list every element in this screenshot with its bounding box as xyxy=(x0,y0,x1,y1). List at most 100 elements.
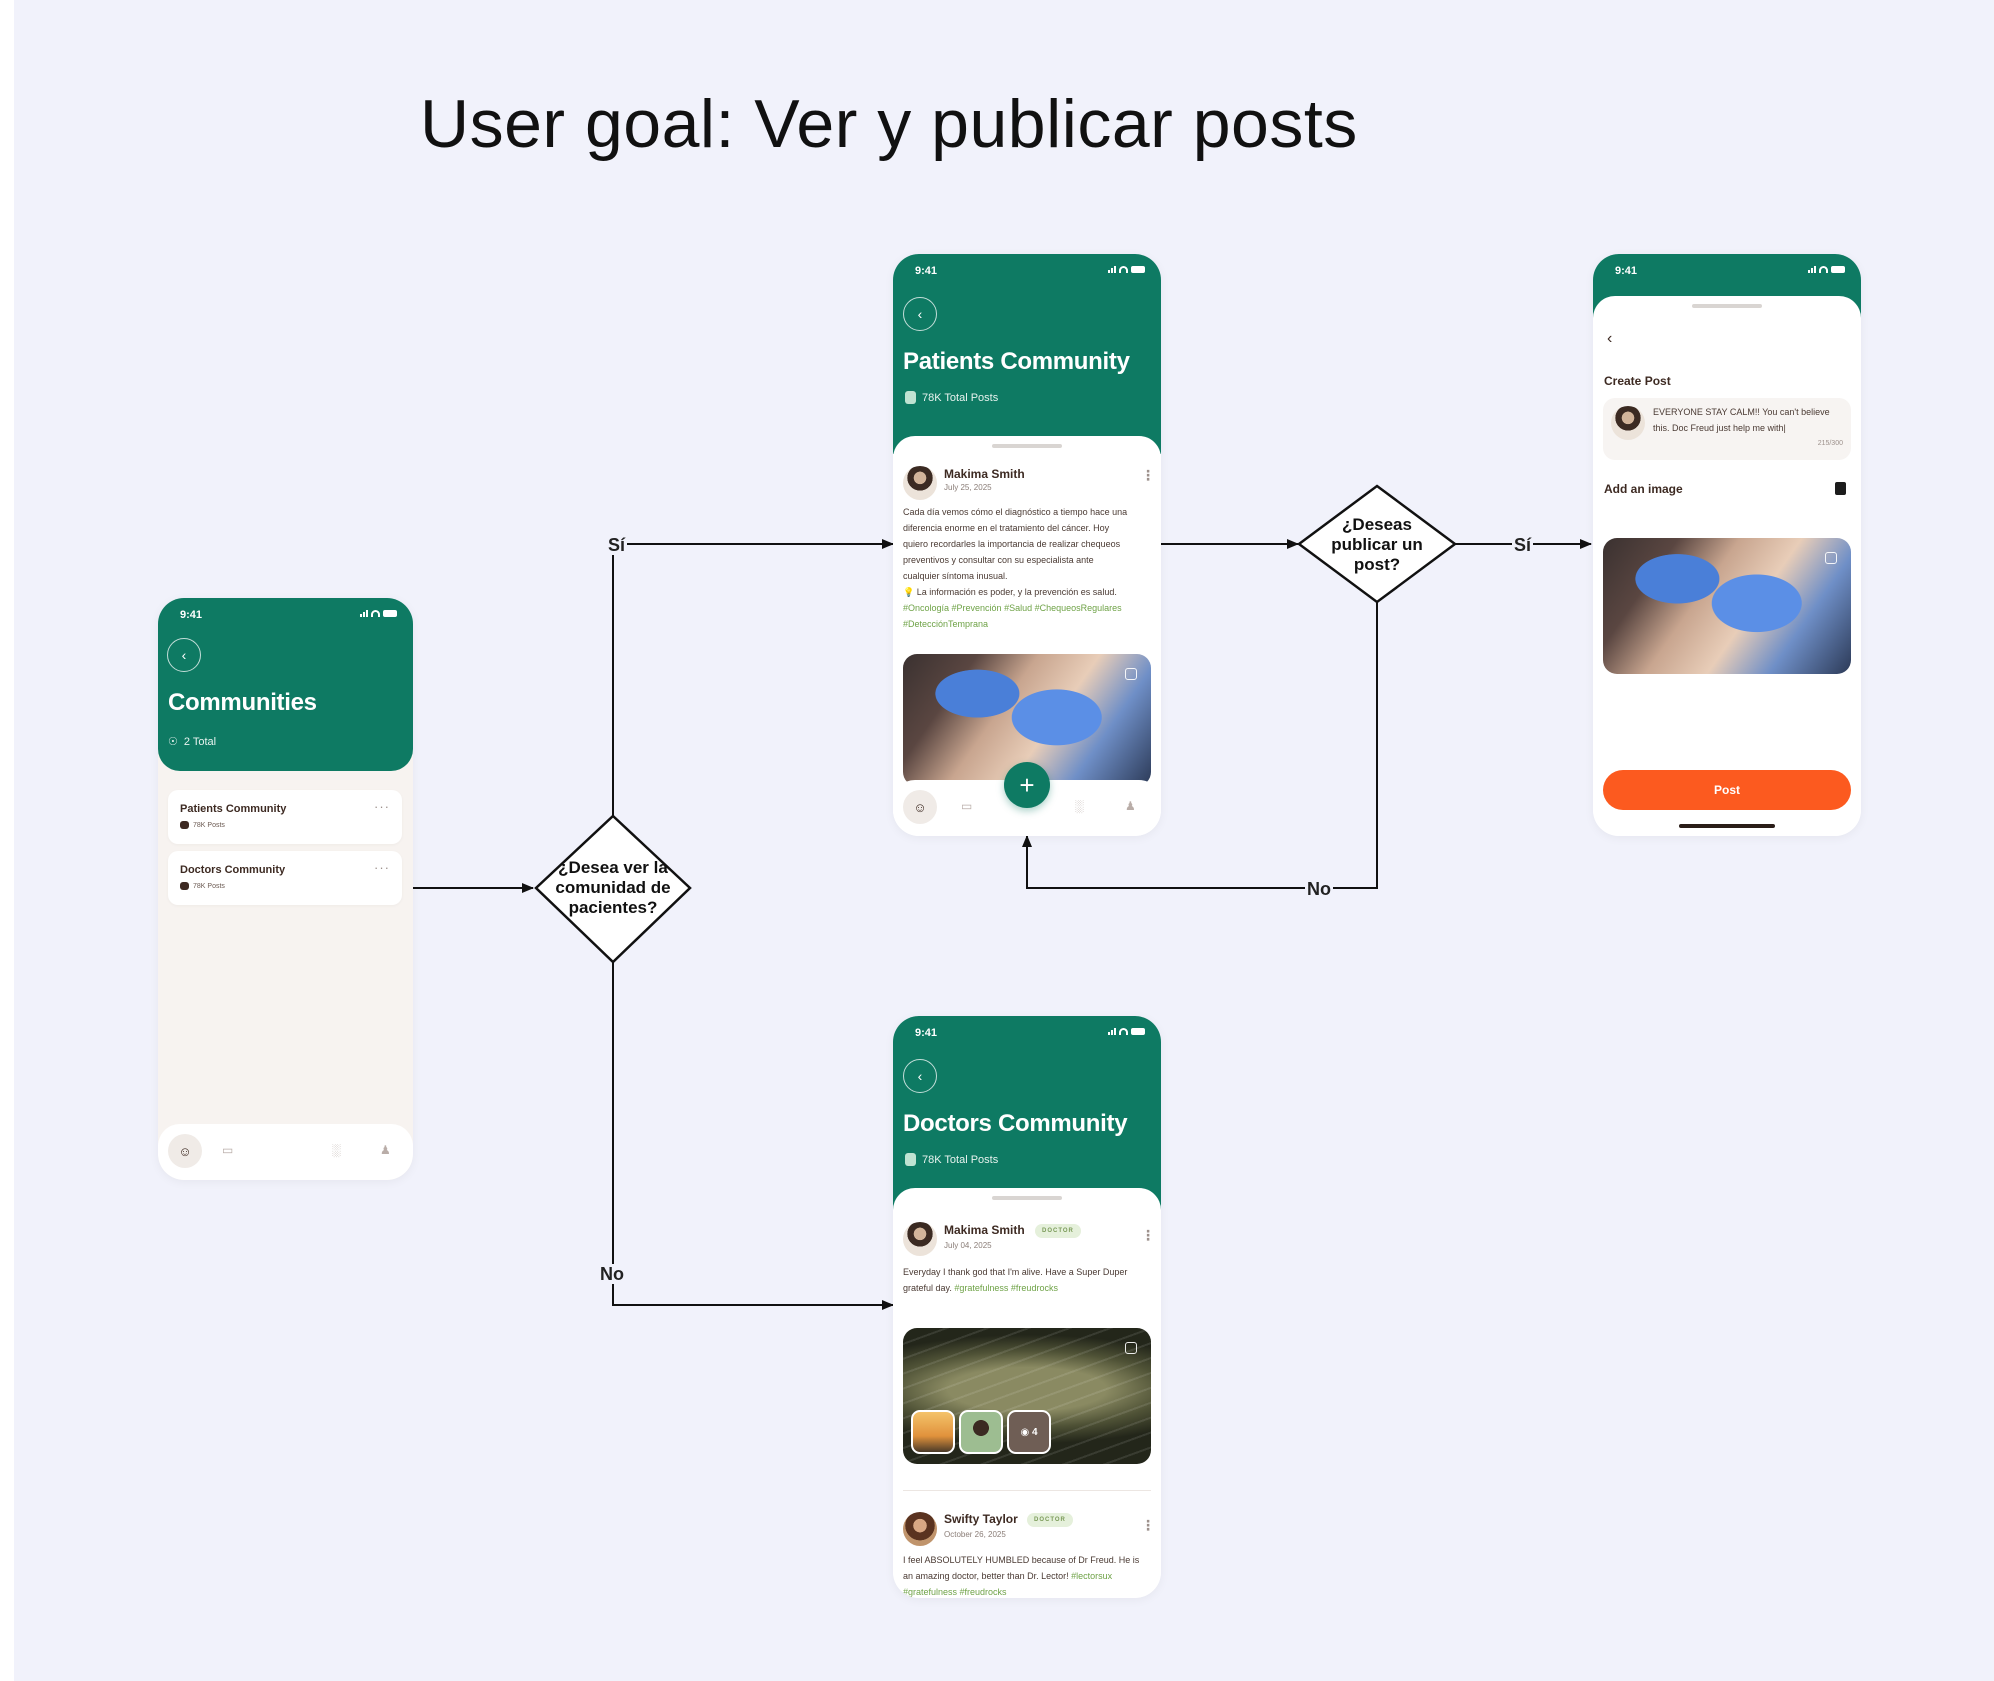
gallery-more-count: 4 xyxy=(1031,1426,1038,1438)
battery-icon xyxy=(383,609,397,617)
avatar xyxy=(1611,406,1645,440)
post-hashtags[interactable]: #Oncología #Prevención #Salud #ChequeosR… xyxy=(903,603,1122,613)
tab-profile-icon[interactable]: ♟ xyxy=(1125,799,1136,813)
status-time: 9:41 xyxy=(915,265,938,277)
add-image-icon[interactable] xyxy=(1835,482,1846,495)
post-line: Everyday I thank god that I'm alive. Hav… xyxy=(903,1267,1128,1277)
post-menu-icon[interactable]: ⋮ xyxy=(1141,1517,1155,1533)
chat-icon xyxy=(180,821,189,829)
post-line: diferencia enorme en el tratamiento del … xyxy=(903,523,1110,533)
status-icons xyxy=(1108,1027,1145,1035)
doctor-badge: DOCTOR xyxy=(1035,1224,1081,1238)
more-options-icon[interactable]: ··· xyxy=(374,860,390,875)
post-draft-text: EVERYONE STAY CALM!! You can't believe t… xyxy=(1653,404,1849,436)
add-image-label: Add an image xyxy=(1604,482,1683,496)
character-counter: 215/300 xyxy=(1817,440,1843,447)
patients-community-screen: 9:41 ‹ Patients Community 78K Total Post… xyxy=(893,254,1161,836)
sheet-grabber[interactable] xyxy=(992,1196,1062,1200)
label-no-post: No xyxy=(1305,879,1333,899)
avatar xyxy=(903,1512,937,1546)
tab-stats-icon[interactable]: ░ xyxy=(332,1143,341,1157)
decision-post-line: publicar un xyxy=(1331,535,1423,554)
tab-bar: ☺ ▭ ░ ♟ xyxy=(893,780,1161,836)
expand-icon[interactable] xyxy=(1125,668,1137,680)
post-button[interactable]: Post xyxy=(1603,770,1851,810)
decision-post-line: ¿Deseas xyxy=(1342,515,1412,534)
decision-publish-post: ¿Deseas publicar un post? xyxy=(1299,512,1455,578)
decision-post-line: post? xyxy=(1353,555,1401,574)
tab-stats-icon[interactable]: ░ xyxy=(1075,799,1084,813)
patients-header: 9:41 ‹ Patients Community 78K Total Post… xyxy=(893,254,1161,454)
post-line: cualquier síntoma inusual. xyxy=(903,571,1008,581)
tab-profile-icon[interactable]: ♟ xyxy=(380,1143,391,1157)
tab-chat-icon[interactable]: ▭ xyxy=(961,799,973,813)
post-menu-icon[interactable]: ⋮ xyxy=(1141,1227,1155,1243)
patients-feed: Makima Smith July 25, 2025 ⋮ Cada día ve… xyxy=(893,436,1161,836)
signal-icon xyxy=(1108,1027,1116,1035)
patients-subtitle-text: 78K Total Posts xyxy=(922,391,999,404)
decision-view-line: ¿Desea ver la xyxy=(558,858,668,877)
posts-icon xyxy=(905,1153,916,1166)
back-icon[interactable]: ‹ xyxy=(903,297,937,331)
community-card-doctors[interactable]: Doctors Community 78K Posts ··· xyxy=(168,851,402,905)
decision-view-line: comunidad de xyxy=(555,878,671,897)
back-icon[interactable]: ‹ xyxy=(903,1059,937,1093)
selected-image[interactable] xyxy=(1603,538,1851,674)
battery-icon xyxy=(1131,265,1145,273)
doctors-community-screen: 9:41 ‹ Doctors Community 78K Total Posts… xyxy=(893,1016,1161,1598)
label-yes-post: Sí xyxy=(1512,535,1534,555)
communities-screen: 9:41 ‹ Communities ☉ 2 Total Patients Co… xyxy=(158,598,413,1180)
post-text-input[interactable]: EVERYONE STAY CALM!! You can't believe t… xyxy=(1603,398,1851,460)
signal-icon xyxy=(360,609,368,617)
status-icons xyxy=(1808,265,1845,273)
wifi-icon xyxy=(1119,265,1128,273)
wifi-icon xyxy=(371,609,380,617)
expand-icon[interactable] xyxy=(1825,552,1837,564)
status-time: 9:41 xyxy=(180,609,203,621)
decision-view-line: pacientes? xyxy=(568,898,658,917)
post-hashtags[interactable]: #gratefulness #freudrocks xyxy=(954,1283,1058,1293)
gallery-thumbnail[interactable] xyxy=(911,1410,955,1454)
gallery-more[interactable]: ◉ 4 xyxy=(1007,1410,1051,1454)
tab-chat-icon[interactable]: ▭ xyxy=(222,1143,234,1157)
gallery-thumbnail[interactable] xyxy=(959,1410,1003,1454)
status-bar: 9:41 xyxy=(893,254,1161,286)
back-icon[interactable]: ‹ xyxy=(1607,330,1613,347)
tab-home-icon[interactable]: ☺ xyxy=(903,790,937,824)
create-post-label: Create Post xyxy=(1604,374,1671,388)
status-time: 9:41 xyxy=(915,1027,938,1039)
sheet-grabber[interactable] xyxy=(992,444,1062,448)
post-line: I feel ABSOLUTELY HUMBLED because of Dr … xyxy=(903,1555,1140,1565)
tab-bar: ☺ ▭ ░ ♟ xyxy=(158,1124,413,1180)
add-post-button[interactable]: + xyxy=(1004,762,1050,808)
community-count: 78K Posts xyxy=(180,882,225,890)
communities-total-text: 2 Total xyxy=(183,735,217,748)
decision-view-community: ¿Desea ver la comunidad de pacientes? xyxy=(536,850,690,926)
community-count: 78K Posts xyxy=(180,821,225,829)
communities-total: ☉ 2 Total xyxy=(168,735,217,749)
camera-icon: ◉ xyxy=(1020,1426,1032,1438)
post-hashtags[interactable]: #DetecciónTemprana xyxy=(903,619,989,629)
post-menu-icon[interactable]: ⋮ xyxy=(1141,467,1155,483)
post-divider xyxy=(903,1490,1151,1491)
label-yes-view: Sí xyxy=(606,535,628,555)
tab-home-icon[interactable]: ☺ xyxy=(168,1134,202,1168)
chat-icon xyxy=(180,882,189,890)
community-card-patients[interactable]: Patients Community 78K Posts ··· xyxy=(168,790,402,844)
post-line: 💡 La información es poder, y la prevenci… xyxy=(903,587,1117,597)
status-bar: 9:41 xyxy=(158,598,413,630)
patients-title: Patients Community xyxy=(903,348,1130,375)
post-line: an amazing doctor, better than Dr. Lecto… xyxy=(903,1571,1069,1581)
expand-icon[interactable] xyxy=(1125,1342,1137,1354)
more-options-icon[interactable]: ··· xyxy=(374,799,390,814)
post-hashtag[interactable]: #lectorsux xyxy=(1071,1571,1113,1581)
post-hashtags[interactable]: #gratefulness #freudrocks xyxy=(903,1587,1007,1597)
post-body: Cada día vemos cómo el diagnóstico a tie… xyxy=(903,504,1153,632)
doctors-title: Doctors Community xyxy=(903,1110,1128,1137)
post-image[interactable]: ◉ 4 xyxy=(903,1328,1151,1464)
create-post-sheet: ‹ Create Post EVERYONE STAY CALM!! You c… xyxy=(1593,296,1861,836)
sheet-grabber[interactable] xyxy=(1692,304,1762,308)
doctors-subtitle: 78K Total Posts xyxy=(905,1153,998,1166)
back-icon[interactable]: ‹ xyxy=(167,638,201,672)
battery-icon xyxy=(1131,1027,1145,1035)
